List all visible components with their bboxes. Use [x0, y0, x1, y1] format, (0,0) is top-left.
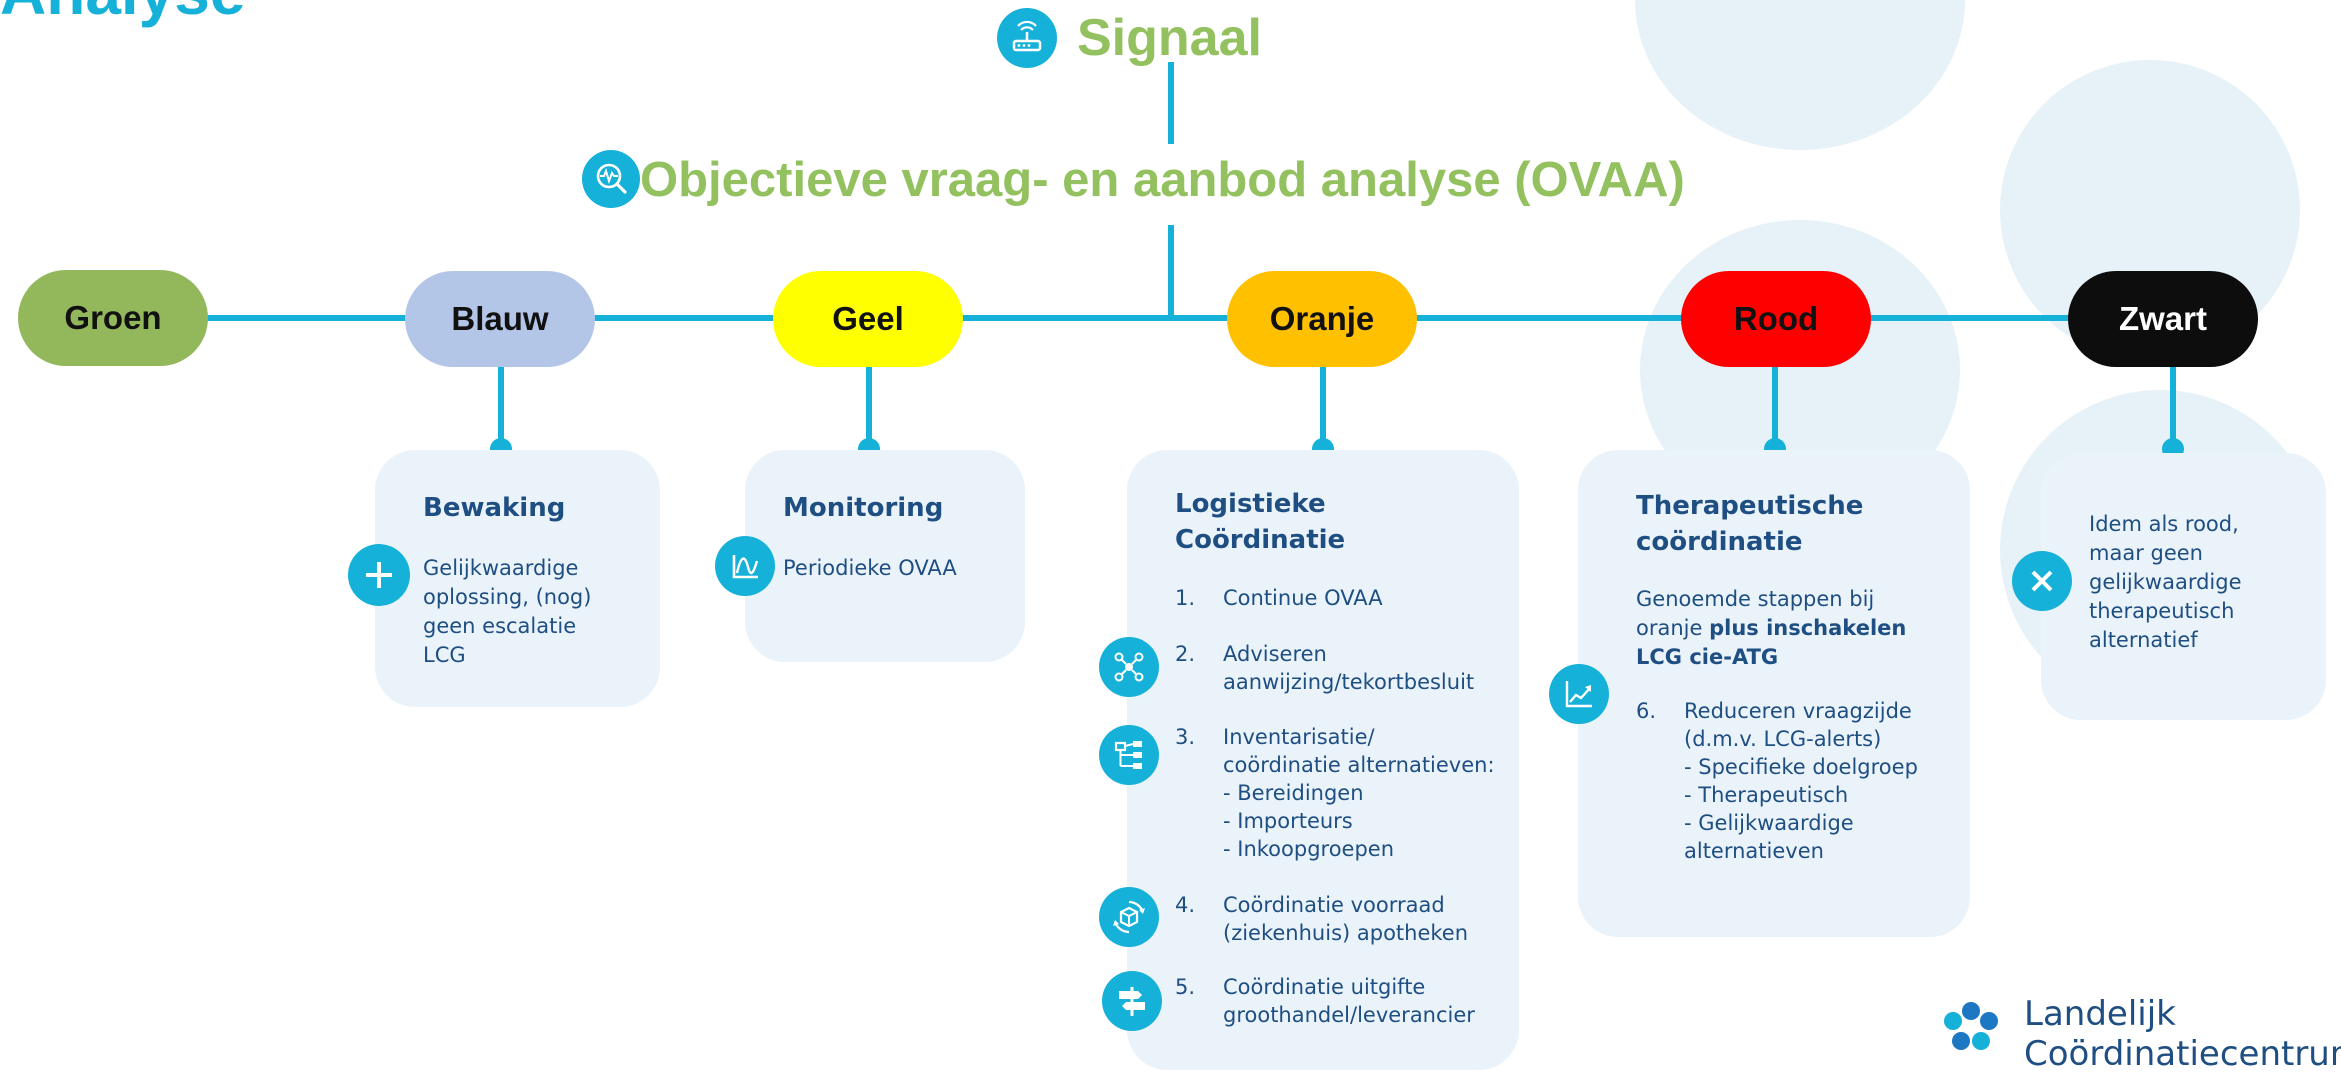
zwart-text: Idem als rood, maar geen gelijkwaardige …: [2089, 512, 2242, 652]
connector-rood: [1772, 360, 1778, 450]
timeline-line: [150, 315, 2090, 321]
connector-zwart: [2170, 360, 2176, 450]
therapeutisch-box: Therapeutische coördinatie Genoemde stap…: [1578, 450, 1970, 937]
level-oranje: Oranje: [1227, 271, 1417, 367]
bewaking-box: Bewaking Gelijkwaardige oplossing, (nog)…: [375, 450, 660, 707]
flowchart-icon: [1099, 725, 1159, 785]
ovaa-label: Objectieve vraag- en aanbod analyse (OVA…: [640, 153, 1685, 207]
therapeutisch-intro-bold: plus inschakelen LCG cie-ATG: [1636, 616, 1907, 669]
signpost-icon: [1102, 971, 1162, 1031]
router-icon: [997, 8, 1057, 68]
zwart-box: Idem als rood, maar geen gelijkwaardige …: [2041, 453, 2326, 720]
chart-curve-icon: [715, 536, 775, 596]
item-text: Coördinatie uitgifte groothandel/leveran…: [1223, 975, 1475, 1027]
therapeutisch-intro: Genoemde stappen bij oranje plus inschak…: [1636, 585, 1926, 672]
logistiek-title-line2: Coördinatie: [1175, 525, 1346, 555]
item-text: Reduceren vraagzijde (d.m.v. LCG-alerts)…: [1684, 699, 1918, 863]
box-cycle-icon: [1099, 887, 1159, 947]
item-text: Inventarisatie/ coördinatie alternatieve…: [1223, 725, 1495, 861]
bewaking-text: Gelijkwaardige oplossing, (nog) geen esc…: [423, 556, 592, 667]
logistiek-title-line1: Logistieke: [1175, 489, 1326, 519]
logo-text-line1: Landelijk: [2024, 994, 2176, 1034]
level-groen: Groen: [18, 270, 208, 366]
level-blauw: Blauw: [405, 271, 595, 367]
item-text: Adviseren aanwijzing/tekortbesluit: [1223, 642, 1475, 694]
search-pulse-icon: [582, 150, 640, 208]
item-text: Coördinatie voorraad (ziekenhuis) apothe…: [1223, 893, 1469, 945]
connector-ovaa-timeline: [1168, 225, 1174, 320]
item-number: 3.: [1175, 725, 1196, 749]
connector-blauw: [498, 360, 504, 450]
network-icon: [1099, 637, 1159, 697]
close-icon: [2012, 551, 2072, 611]
level-rood: Rood: [1681, 271, 1871, 367]
logo-text-line2: Coördinatiecentrum: [2024, 1034, 2341, 1074]
page-title: Analyse: [0, 0, 245, 24]
level-zwart: Zwart: [2068, 271, 2258, 367]
item-number: 1.: [1175, 586, 1196, 610]
level-geel: Geel: [773, 271, 963, 367]
item-number: 4.: [1175, 893, 1196, 917]
therapeutisch-title-line2: coördinatie: [1636, 527, 1803, 557]
connector-oranje: [1320, 360, 1326, 450]
connector-signal-ovaa: [1168, 62, 1174, 144]
background-blob: [1635, 0, 1965, 150]
item-number: 6.: [1636, 699, 1657, 723]
trend-chart-icon: [1549, 664, 1609, 724]
item-number: 5.: [1175, 975, 1196, 999]
plus-icon: [348, 544, 410, 606]
monitoring-box: Monitoring Periodieke OVAA: [745, 450, 1025, 662]
item-text: Continue OVAA: [1223, 586, 1383, 610]
bewaking-title: Bewaking: [423, 493, 566, 523]
signal-label: Signaal: [1077, 9, 1262, 67]
logo-mark: [1935, 997, 2007, 1050]
item-number: 2.: [1175, 642, 1196, 666]
therapeutisch-title-line1: Therapeutische: [1636, 491, 1864, 521]
monitoring-text: Periodieke OVAA: [783, 556, 957, 580]
logistiek-box: Logistieke Coördinatie: [1127, 450, 1519, 1070]
monitoring-title: Monitoring: [783, 493, 944, 523]
connector-geel: [866, 360, 872, 450]
therapeutisch-intro-text: Genoemde stappen bij oranje: [1636, 587, 1875, 640]
